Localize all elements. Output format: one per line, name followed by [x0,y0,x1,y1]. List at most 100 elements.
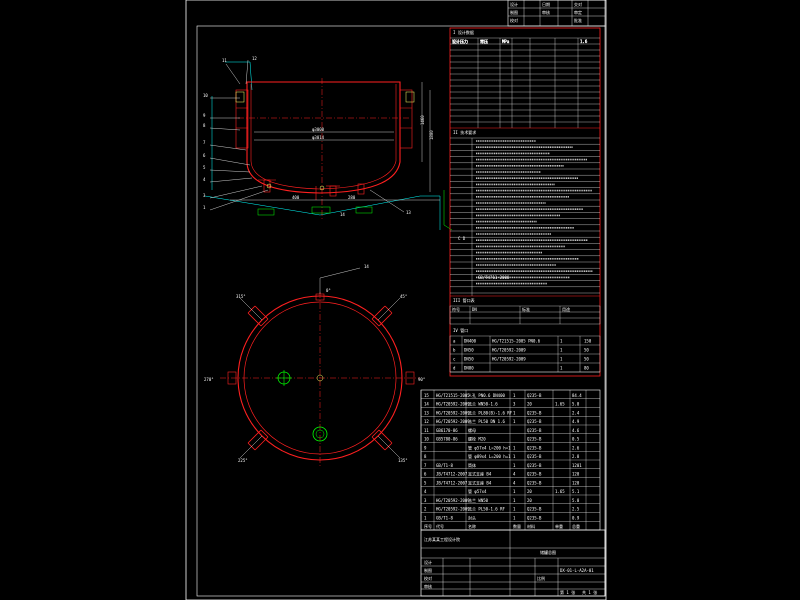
tech-grid-notes [450,137,600,296]
bom-cell: 10 [424,437,429,442]
plan-angle: 135° [398,458,408,463]
sheet-outer-border [185,0,607,600]
bom-cell: 1.65 [555,489,565,494]
tech-std: GB/T4711-2000 [478,275,510,280]
leader-label: 11 [222,58,227,63]
bom-cell: Q235-B [527,410,542,415]
tech-dot-label: C D [458,236,466,241]
title-block[interactable]: 江苏某某工程设计院 储罐总图 DX-01-L-A2A-01 设计 制图 校对 审… [420,529,606,597]
plan-angle: 225° [238,458,248,463]
nozzle-cell: 1 [560,348,563,353]
nozzle-cell: DN50 [464,357,474,362]
leader-label: 12 [252,56,257,61]
bom-cell: Q235-B [527,480,542,485]
tank-shell [246,81,401,194]
bom-cell: GB5780-86 [436,437,458,442]
bom-cell: 3 [424,498,427,503]
leader-label: 8 [203,123,206,128]
bom-cell: Q235-B [527,454,542,459]
corner-cell: 交对 [574,1,582,7]
bom-cell: 法兰 WN50 [468,497,489,503]
manway-green-2 [312,426,328,442]
bom-cell: Q235-B [527,463,542,468]
nozzle-cell: HG/T21515-2005 PN0.6 [492,339,541,344]
bom-cell: 1201 [572,463,582,468]
bom-cell: 20 [527,498,532,503]
tech-iv-header: IV 管口 [453,327,468,333]
bom-cell: 20 [527,489,532,494]
bom-cell: 耳式支座 B4 [468,471,492,477]
bom-cell: 1 [513,393,516,398]
nozzle-cell: 50 [584,357,589,362]
bom-cell: 1 [513,419,516,424]
iii-col: 标准 [522,306,530,312]
bom-cell: 2.5 [572,507,580,512]
bom-cell: 管 φ57x4 L=200 h=1 [468,444,511,450]
bom-cell: 5.1 [572,489,580,494]
bom-cell: GB6170-86 [436,428,458,433]
bom-cell: HG/T20592-2009 [436,498,470,503]
drawing-title: 储罐总图 [540,549,556,555]
plan-angle: 90° [418,377,425,382]
bom-cell: 1 [513,454,516,459]
bom-cell: HG/T20592-2009 [436,419,470,424]
bom-cell: 4.6 [572,428,580,433]
bom-header-cell: 代号 [436,523,444,529]
bom-cell: Q235-B [527,472,542,477]
bom-cell: 封头 [468,514,476,520]
bom-cell: 3 [513,402,516,407]
dim-height: 1460 [420,115,425,125]
bom-cell: 8 [424,454,427,459]
bom-cell: 0.5 [572,437,580,442]
bom-cell: Q235-B [527,428,542,433]
bom-cell: Q235-B [527,419,542,424]
bom-cell: 1 [424,515,427,520]
leader-label: 13 [406,210,411,215]
tech-header: I 设计数据 [453,29,474,35]
bom-cell: HG/T20592-2009 [436,402,470,407]
bom-cell: 1 [513,515,516,520]
bom-cell: Q235-B [527,437,542,442]
bom-cell: 螺母 [468,427,476,433]
bom-cell: 人孔 PN0.6 DN400 [468,392,505,398]
nozzle-cell: 80 [584,366,589,371]
iii-col: DN [472,307,477,312]
nozzle-cell: b [453,348,456,353]
bom-cell: 13 [424,410,429,415]
leader-label: 6 [203,153,206,158]
elevation-view[interactable]: φ3000 φ3014 1460 1800 400 280 [203,56,453,231]
dim-total-height: 1800 [429,130,434,140]
corner-cell: 审定 [574,9,582,15]
bom-cell: 4 [424,489,427,494]
bom-cell: 法兰 PL50 DN 1.6 [468,418,505,424]
bom-cell: 2.6 [572,445,580,450]
bom-cell: 14 [424,402,429,407]
bom-cell: 5.0 [572,402,580,407]
plan-view[interactable]: 14 0° 315° 45° 270° 90° 225° 135° [204,264,425,466]
bom-cell: 5.0 [572,498,580,503]
bom-cell: 法兰 PL80(B)-1.6 RF [468,409,513,415]
bom-cell: 2 [424,507,427,512]
bom-cell: 耳式支座 B4 [468,479,492,485]
bom-header-cell: 名称 [468,523,476,529]
nozzle-cell: c [453,357,456,362]
bom-cell: 4.9 [572,419,580,424]
lug-left [235,89,249,149]
nozzle-cell: HG/T20592-2009 [492,357,526,362]
nozzle-cell: 1 [560,366,563,371]
bom-cell: 5 [424,480,427,485]
title-row: 校对 [424,575,432,581]
nozzle-cell: 1 [560,357,563,362]
dim-bottom-2: 280 [348,195,356,200]
bom-cell: 1 [513,507,516,512]
company-name: 江苏某某工程设计院 [424,536,460,542]
bom-cell: HG/T20592-2009 [436,410,470,415]
bom-cell: 1 [513,498,516,503]
bom-cell: 2.8 [572,454,580,459]
nozzle-cell: DN50 [464,348,474,353]
